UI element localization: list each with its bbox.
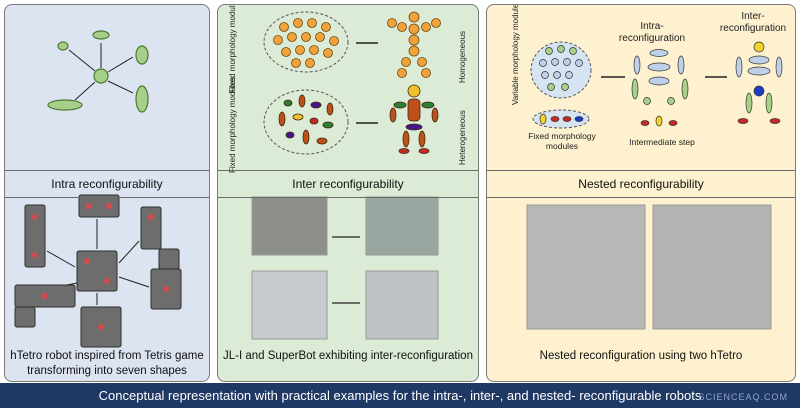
inter-caption: JL-I and SuperBot exhibiting inter-recon… [223,350,473,362]
variable-label: Variable morphology modules [511,4,520,105]
nested-panel: Variable morphology modules Fixed morpho… [486,4,796,382]
module-long [135,85,149,113]
superbot-photo-2 [365,270,439,340]
htetro-arrows [46,219,150,305]
fixed-label-bottom: Fixed morphology modules [228,76,237,173]
fixed-modules-label: Fixed morphology modules [528,131,596,151]
heterogeneous-label: Heterogeneous [458,110,467,165]
intra-reconfig-label: Intra-reconfiguration [618,21,686,44]
module-tall [135,45,149,65]
htetro-markers [32,203,169,330]
module-small [57,41,69,51]
photo-arrows [332,236,360,304]
homogeneous-label: Homogeneous [458,30,467,83]
central-module [93,68,109,84]
fixed-cluster [532,109,590,129]
heterogeneous-figure [389,84,439,154]
variable-cluster [530,41,592,99]
module-flat [92,30,110,40]
module-wide [47,99,83,111]
inter-title: Inter reconfigurability [292,177,404,191]
intermediate-figure [631,49,689,127]
watermark: SCIENCEAQ.COM [698,392,788,402]
heterogeneous-cluster [263,89,349,155]
intra-title: Intra reconfigurability [51,177,163,191]
homogeneous-modules [273,18,339,68]
superbot-photo [365,196,439,256]
intermediate-step-label: Intermediate step [629,137,695,147]
htetro-photo-1 [526,204,646,330]
nested-title: Nested reconfigurability [578,177,704,191]
heterogeneous-modules [278,94,334,145]
homogeneous-cluster [263,11,349,73]
nested-diagram [526,41,783,330]
inter-panel: Fixed morphology modules Fixed morpholog… [217,4,479,382]
homogeneous-figure [387,11,441,78]
variable-modules [539,45,583,91]
footer-banner: Conceptual representation with practical… [0,383,800,408]
fixed-modules [539,113,584,125]
inter-diagram [251,11,441,340]
intra-panel: Intra reconfigurability hTetro robot ins… [4,4,210,382]
inter-reconfig-label: Inter-reconfiguration [719,11,787,34]
jl1-photo [251,196,328,256]
htetro-photo-2 [652,204,772,330]
inter-arrows [356,42,378,124]
htetro-shapes [14,194,182,348]
jl1-photo-2 [251,270,328,340]
intra-caption: hTetro robot inspired from Tetris game t… [10,350,204,377]
nested-caption: Nested reconfiguration using two hTetro [539,350,743,362]
intra-arrows [68,43,134,101]
intra-diagram [14,30,182,348]
final-figure [735,41,783,124]
